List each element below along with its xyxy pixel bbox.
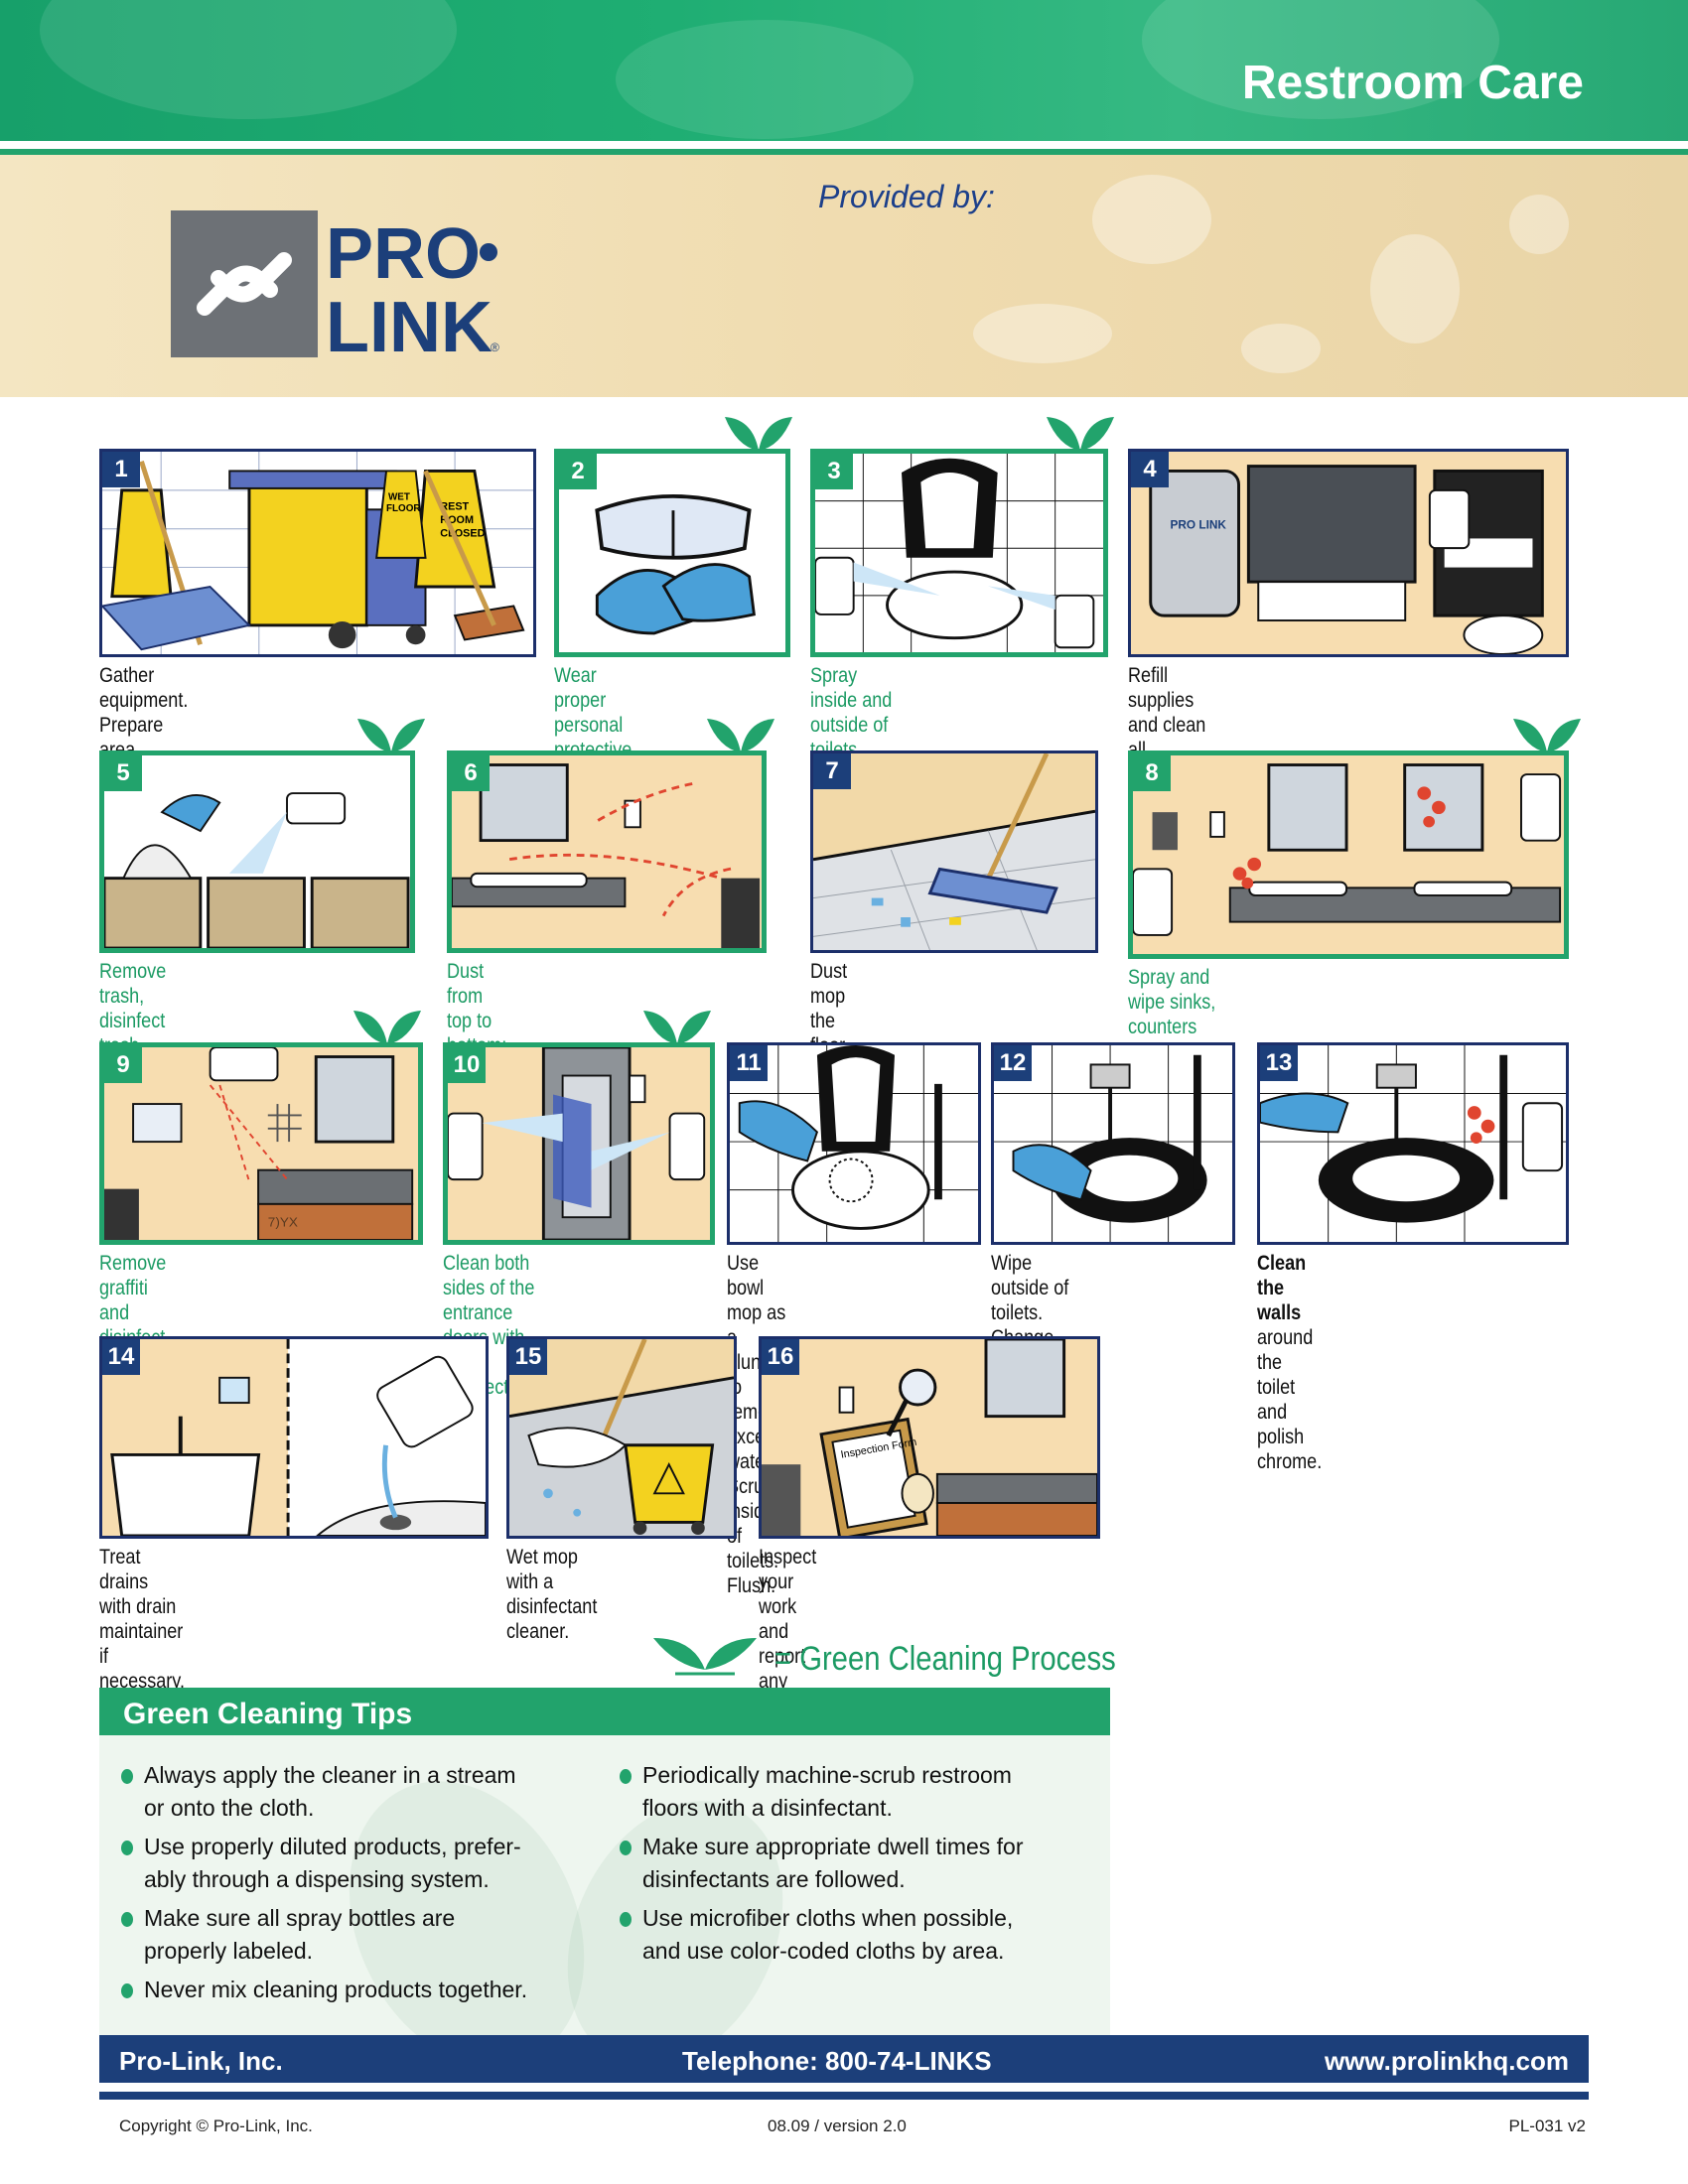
- step-caption: Clean the walls around the toilet and po…: [1257, 1251, 1322, 1474]
- leaf-icon: [353, 1011, 421, 1044]
- svg-text:PRO LINK: PRO LINK: [1170, 519, 1226, 532]
- leaf-icon: [1047, 417, 1114, 451]
- step-16-illustration: 16 Inspection Form: [759, 1336, 1100, 1539]
- bullet-dot-icon: [121, 1769, 133, 1784]
- step-3-illustration: 3: [810, 449, 1108, 657]
- step-caption: Treat drains with drain maintainer if ne…: [99, 1546, 185, 1693]
- step-8-illustration: 8: [1128, 751, 1569, 959]
- svg-text:®: ®: [491, 341, 499, 354]
- step-11-illustration: 11: [727, 1042, 981, 1245]
- tips-header: Green Cleaning Tips: [99, 1688, 1110, 1735]
- step-14-illustration: 14: [99, 1336, 489, 1539]
- step-caption-bold: Clean the walls: [1257, 1252, 1307, 1324]
- bullet-dot-icon: [620, 1912, 632, 1927]
- step-caption-rest: around the toilet and polish chrome.: [1257, 1326, 1323, 1473]
- bullet-dot-icon: [620, 1769, 632, 1784]
- tip-item: Make sure all spray bottles are properly…: [121, 1902, 456, 1968]
- tips-panel: [99, 1735, 1110, 2035]
- footer-rule: [99, 2092, 1589, 2100]
- dispenser-icon: [1149, 469, 1240, 617]
- step-number: 3: [815, 454, 853, 489]
- tips-title: Green Cleaning Tips: [123, 1698, 413, 1730]
- step-6-illustration: 6: [447, 751, 767, 953]
- step-number: 16: [762, 1339, 799, 1375]
- svg-text:WET: WET: [388, 492, 410, 503]
- step-number: 8: [1133, 755, 1171, 791]
- svg-text:REST: REST: [440, 500, 469, 512]
- footer-telephone: Telephone: 800-74-LINKS: [682, 2046, 992, 2076]
- leaf-icon: [357, 719, 425, 752]
- tip-text: Periodically machine-scrub restroom floo…: [642, 1762, 1012, 1821]
- mop-icon: [986, 753, 1050, 881]
- footer-website[interactable]: www.prolinkhq.com: [1324, 2046, 1569, 2076]
- header-divider: [0, 141, 1688, 149]
- footer-version: 08.09 / version 2.0: [768, 2116, 907, 2135]
- step-number: 11: [730, 1045, 768, 1081]
- step-number: 5: [104, 755, 142, 791]
- leaf-icon: [725, 417, 792, 451]
- step-7-illustration: 7: [810, 751, 1098, 953]
- tip-text: Always apply the cleaner in a stream or …: [144, 1762, 516, 1821]
- step-number: 10: [448, 1047, 486, 1083]
- header-banner: Restroom Care: [0, 0, 1688, 141]
- step-12-illustration: 12: [991, 1042, 1235, 1245]
- step-number: 2: [559, 454, 597, 489]
- tip-text: Make sure all spray bottles are properly…: [144, 1905, 456, 1964]
- tip-item: Periodically machine-scrub restroom floo…: [620, 1759, 1012, 1825]
- step-number: 9: [104, 1047, 142, 1083]
- step-number: 7: [813, 753, 851, 789]
- svg-text:CLOSED: CLOSED: [440, 528, 485, 540]
- svg-text:PRO: PRO: [326, 214, 481, 294]
- tip-text: Use properly diluted products, prefer- a…: [144, 1834, 521, 1892]
- step-10-illustration: 10: [443, 1042, 715, 1245]
- step-number: 13: [1260, 1045, 1298, 1081]
- step-number: 4: [1131, 452, 1169, 487]
- step-4-illustration: 4 PRO LINK: [1128, 449, 1569, 657]
- step-15-illustration: 15: [506, 1336, 737, 1539]
- leaf-icon: [643, 1011, 711, 1044]
- legend-text: = Green Cleaning Process: [774, 1640, 1116, 1678]
- svg-text:FLOOR: FLOOR: [386, 503, 420, 514]
- step-number: 15: [509, 1339, 547, 1375]
- footer-company: Pro-Link, Inc.: [119, 2046, 283, 2076]
- step-number: 14: [102, 1339, 140, 1375]
- spray-bottle-icon: [815, 556, 855, 615]
- step-13-illustration: 13: [1257, 1042, 1569, 1245]
- svg-text:ROOM: ROOM: [440, 514, 474, 526]
- step-number: 6: [452, 755, 490, 791]
- leaf-icon: [1513, 719, 1581, 752]
- bullet-dot-icon: [620, 1841, 632, 1855]
- step-2-illustration: 2: [554, 449, 790, 657]
- prolink-logo: PRO LINK ®: [171, 210, 508, 367]
- step-number: 12: [994, 1045, 1032, 1081]
- magnifier-icon: [899, 1368, 937, 1407]
- tip-text: Use microfiber cloths when possible, and…: [642, 1905, 1014, 1964]
- svg-text:7)YX: 7)YX: [268, 1215, 298, 1230]
- tip-item: Always apply the cleaner in a stream or …: [121, 1759, 516, 1825]
- footer-code: PL-031 v2: [1508, 2116, 1587, 2135]
- step-5-illustration: 5: [99, 751, 415, 953]
- footer-copyright: Copyright © Pro-Link, Inc.: [119, 2116, 313, 2135]
- page-title: Restroom Care: [1241, 57, 1584, 109]
- provided-by-label: Provided by:: [818, 179, 995, 214]
- tip-text: Never mix cleaning products together.: [144, 1977, 528, 2002]
- leaf-icon: [707, 719, 774, 752]
- svg-text:LINK: LINK: [326, 288, 492, 357]
- leaf-icon: [653, 1638, 757, 1676]
- bullet-dot-icon: [121, 1841, 133, 1855]
- step-9-illustration: 9 7)YX: [99, 1042, 423, 1245]
- header-divider-green: [0, 149, 1688, 155]
- tip-item: Never mix cleaning products together.: [121, 1974, 528, 2006]
- footer-bar: Pro-Link, Inc. Telephone: 800-74-LINKS w…: [99, 2035, 1589, 2083]
- tip-item: Use properly diluted products, prefer- a…: [121, 1831, 521, 1896]
- tip-text: Make sure appropriate dwell times for di…: [642, 1834, 1024, 1892]
- bullet-dot-icon: [121, 1912, 133, 1927]
- step-caption: Wet mop with a disinfectant cleaner.: [506, 1546, 598, 1643]
- step-1-illustration: 1 REST ROOM CLOSED WET FLOOR: [99, 449, 536, 657]
- bullet-dot-icon: [121, 1983, 133, 1998]
- tip-item: Make sure appropriate dwell times for di…: [620, 1831, 1024, 1896]
- green-process-legend: = Green Cleaning Process: [645, 1628, 1116, 1688]
- step-number: 1: [102, 452, 140, 487]
- tip-item: Use microfiber cloths when possible, and…: [620, 1902, 1014, 1968]
